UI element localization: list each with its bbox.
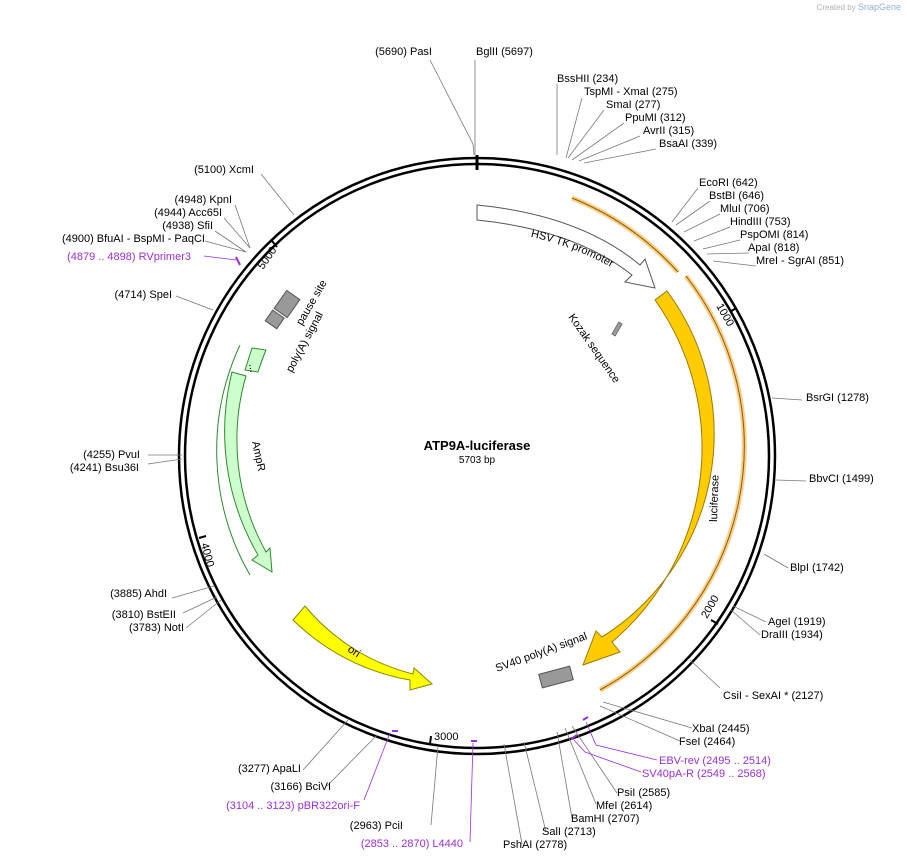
- feature-label-kozak-sequence: Kozak sequence: [566, 312, 622, 386]
- snapgene-logo: SnapGene: [857, 2, 901, 12]
- enzyme-label[interactable]: MluI (706): [720, 203, 770, 215]
- enzyme-label[interactable]: (3783) NotI: [129, 622, 184, 634]
- ampr-orf-outline: [216, 344, 251, 576]
- feature-polya-signal[interactable]: [264, 309, 285, 330]
- enzyme-label[interactable]: SmaI (277): [606, 99, 660, 111]
- enzyme-label[interactable]: AvrII (315): [643, 125, 694, 137]
- primer-labels: EBV-rev (2495 .. 2514) SV40pA-R (2549 ..…: [67, 251, 771, 850]
- enzyme-leaders: [147, 59, 807, 845]
- enzyme-label[interactable]: XbaI (2445): [692, 723, 749, 735]
- enzyme-label[interactable]: (4938) SfiI: [162, 220, 213, 232]
- feature-label-ori: ori: [345, 643, 362, 660]
- enzyme-label[interactable]: BamHI (2707): [571, 813, 639, 825]
- enzyme-label[interactable]: BssHII (234): [557, 73, 618, 85]
- plasmid-name: ATP9A-luciferase: [424, 438, 531, 453]
- enzyme-label[interactable]: EcoRI (642): [699, 177, 758, 189]
- enzyme-label[interactable]: BbvCI (1499): [809, 473, 874, 485]
- enzyme-label[interactable]: SalI (2713): [542, 826, 596, 838]
- feature-label-luciferase: luciferase: [708, 475, 722, 522]
- enzyme-label[interactable]: BglII (5697): [476, 46, 533, 58]
- primer-label[interactable]: SV40pA-R (2549 .. 2568): [642, 768, 766, 780]
- feature-hsv-tk-promoter[interactable]: [476, 204, 656, 289]
- enzyme-label[interactable]: (4900) BfuAI - BspMI - PaqCI: [62, 233, 205, 245]
- enzyme-labels: (5690) PasI BglII (5697) BssHII (234) Ts…: [62, 46, 874, 851]
- enzyme-label[interactable]: PspOMI (814): [740, 229, 808, 241]
- enzyme-label[interactable]: (3166) BciVI: [270, 781, 331, 793]
- enzyme-label[interactable]: AgeI (1919): [768, 616, 825, 628]
- enzyme-label[interactable]: BstBI (646): [709, 190, 764, 202]
- enzyme-label[interactable]: HindIII (753): [730, 216, 791, 228]
- backbone: [177, 155, 777, 756]
- enzyme-label[interactable]: (4948) KpnI: [175, 194, 232, 206]
- enzyme-label[interactable]: BlpI (1742): [790, 562, 844, 574]
- enzyme-label[interactable]: PshAI (2778): [503, 839, 567, 851]
- enzyme-label[interactable]: (4255) PvuI: [83, 449, 140, 461]
- plasmid-title: ATP9A-luciferase 5703 bp: [424, 438, 531, 466]
- enzyme-label[interactable]: (3810) BstEII: [112, 609, 176, 621]
- enzyme-label[interactable]: MfeI (2614): [596, 800, 652, 812]
- feature-sv40-polya-signal[interactable]: [538, 665, 574, 689]
- enzyme-label[interactable]: PpuMI (312): [625, 112, 686, 124]
- enzyme-label[interactable]: CsiI - SexAI * (2127): [723, 690, 823, 702]
- snapgene-credit: Created by SnapGene: [817, 2, 901, 12]
- enzyme-label[interactable]: FseI (2464): [679, 736, 735, 748]
- primer-marks: [203, 255, 658, 843]
- tick-label-4000: 4000: [198, 542, 216, 569]
- enzyme-label[interactable]: PsiI (2585): [617, 787, 670, 799]
- feature-ampr-promoter[interactable]: [244, 347, 267, 373]
- enzyme-label[interactable]: TspMI - XmaI (275): [584, 86, 678, 98]
- tick-4000: 4000: [198, 535, 216, 569]
- primer-label[interactable]: (3104 .. 3123) pBR322ori-F: [226, 800, 360, 812]
- enzyme-label[interactable]: (5100) XcmI: [194, 164, 254, 176]
- feature-label-ampr: AmpR: [249, 440, 267, 472]
- enzyme-label[interactable]: MreI - SgrAI (851): [756, 255, 844, 267]
- feature-label-ampr-promoter: ...: [246, 362, 259, 373]
- feature-pause-site[interactable]: [273, 289, 301, 319]
- feature-kozak-sequence[interactable]: [611, 321, 623, 337]
- enzyme-label[interactable]: BsrGI (1278): [806, 392, 869, 404]
- enzyme-label[interactable]: (3885) AhdI: [110, 588, 167, 600]
- tick-label-3000: 3000: [434, 731, 458, 743]
- tick-label-5000: 5000: [256, 245, 280, 272]
- enzyme-label[interactable]: (3277) ApaLI: [238, 763, 301, 775]
- enzyme-label[interactable]: (4241) Bsu36I: [70, 462, 139, 474]
- enzyme-label[interactable]: (4944) Acc65I: [154, 207, 222, 219]
- feature-label-sv40-polya-signal: SV40 poly(A) signal: [494, 631, 589, 675]
- enzyme-label[interactable]: DraIII (1934): [761, 629, 823, 641]
- enzyme-label[interactable]: (5690) PasI: [375, 46, 432, 58]
- credit-prefix: Created by: [816, 3, 856, 12]
- enzyme-label[interactable]: ApaI (818): [748, 242, 799, 254]
- enzyme-label[interactable]: BsaAI (339): [659, 138, 717, 150]
- tick-3000: 3000: [429, 731, 458, 745]
- plasmid-length: 5703 bp: [459, 455, 496, 466]
- feature-luciferase[interactable]: [582, 290, 715, 666]
- primer-label[interactable]: (4879 .. 4898) RVprimer3: [67, 251, 191, 263]
- primer-label[interactable]: (2853 .. 2870) L4440: [361, 838, 463, 850]
- feature-ampr[interactable]: [224, 371, 273, 573]
- primer-label[interactable]: EBV-rev (2495 .. 2514): [659, 755, 771, 767]
- enzyme-label[interactable]: (4714) SpeI: [115, 289, 172, 301]
- feature-ori[interactable]: [292, 605, 434, 691]
- enzyme-label[interactable]: (2963) PciI: [350, 820, 403, 832]
